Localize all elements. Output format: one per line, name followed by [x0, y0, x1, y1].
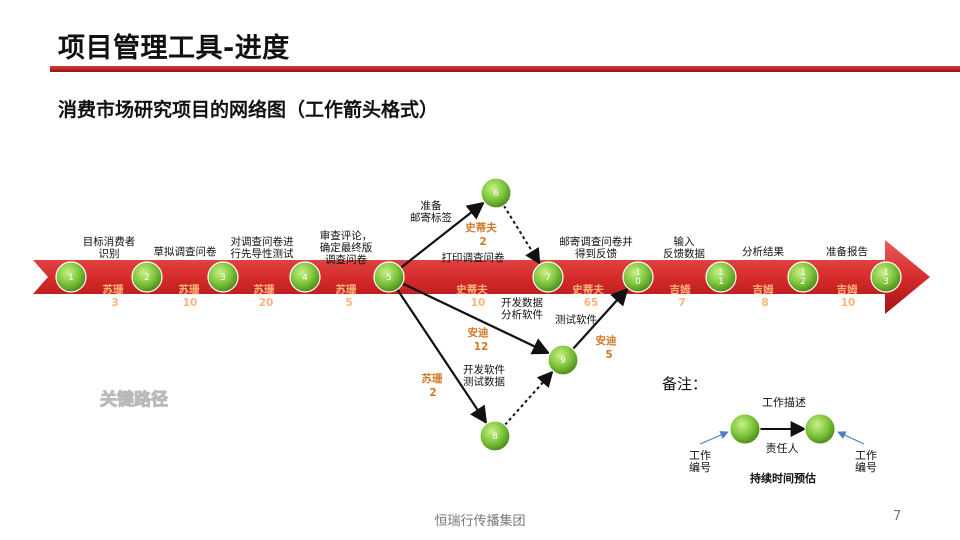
owner-label-1-2: 苏珊	[103, 283, 124, 296]
duration-label-12-13: 10	[841, 297, 856, 309]
legend-owner: 责任人	[766, 442, 799, 455]
footer-company: 恒瑞行传播集团	[434, 514, 526, 529]
node-5	[373, 261, 405, 293]
legend-right-node-label: 工作编号	[855, 449, 877, 474]
duration-label-5-6: 2	[479, 236, 486, 248]
node-label-7: 7	[545, 273, 551, 283]
activity-label-5-7: 打印调查问卷	[442, 251, 505, 264]
legend-left-pointer	[699, 431, 729, 445]
owner-label-11-12: 吉姆	[753, 283, 774, 296]
activity-label-9-10: 测试软件	[555, 313, 597, 326]
node-label-8: 8	[492, 432, 498, 442]
legend-right-pointer	[837, 431, 865, 445]
owner-label-5-7: 史蒂夫	[456, 283, 488, 296]
dummy-arrow-6-7	[503, 205, 541, 265]
node-7	[532, 261, 564, 293]
activity-arrow-5-6	[400, 201, 485, 269]
activity-label-5-6: 准备邮寄标签	[410, 199, 452, 224]
node-label-4: 4	[302, 273, 308, 283]
duration-label-2-3: 10	[183, 297, 198, 309]
node-2	[131, 261, 163, 293]
owner-label-5-6: 史蒂夫	[465, 221, 497, 234]
node-11	[705, 261, 737, 293]
duration-label-11-12: 8	[761, 297, 768, 309]
duration-label-4-5: 5	[345, 297, 352, 309]
legend-title: 备注：	[662, 375, 707, 393]
activity-arrow-5-9	[402, 282, 551, 355]
activity-arrow-5-8	[396, 288, 488, 425]
critical-path-arrow	[33, 240, 930, 314]
owner-label-5-9: 安迪	[468, 326, 489, 339]
node-label-5: 5	[386, 273, 392, 283]
legend-end-node	[804, 413, 836, 445]
activity-label-11-12: 分析结果	[742, 245, 784, 258]
node-label-6: 6	[493, 189, 499, 199]
activity-label-10-11: 输入反馈数据	[663, 235, 705, 260]
activity-label-3-4: 对调查问卷进行先导性测试	[231, 235, 294, 260]
node-9	[547, 344, 579, 376]
diagram-subtitle: 消费市场研究项目的网络图（工作箭头格式）	[58, 99, 439, 121]
owner-label-7-10: 史蒂夫	[572, 283, 604, 296]
activity-label-5-9: 开发数据分析软件	[501, 296, 543, 321]
owner-label-5-8: 苏珊	[422, 372, 443, 385]
duration-label-9-10: 5	[605, 349, 612, 361]
legend-left-node-label: 工作编号	[689, 449, 711, 474]
duration-label-5-8: 2	[429, 387, 436, 399]
owner-label-2-3: 苏珊	[179, 283, 200, 296]
duration-label-7-10: 65	[584, 297, 599, 309]
page-number: 7	[893, 509, 902, 524]
node-4	[289, 261, 321, 293]
node-label-2: 2	[144, 273, 150, 283]
owner-label-10-11: 吉姆	[670, 283, 691, 296]
node-1	[55, 261, 87, 293]
node-8	[479, 420, 511, 452]
node-12	[787, 261, 819, 293]
owner-label-12-13: 吉姆	[837, 283, 858, 296]
critical-path-label: 关键路径	[100, 389, 168, 410]
node-10	[622, 261, 654, 293]
activity-label-4-5: 审查评论，确定最终版调查问卷	[320, 229, 373, 266]
activity-label-12-13: 准备报告	[826, 245, 868, 258]
node-label-9: 9	[560, 356, 566, 366]
title-divider	[50, 66, 960, 72]
activity-label-2-3: 草拟调查问卷	[154, 245, 217, 258]
duration-label-10-11: 7	[678, 297, 685, 309]
duration-label-1-2: 3	[111, 297, 118, 309]
legend-activity-description: 工作描述	[762, 395, 806, 409]
owner-label-3-4: 苏珊	[254, 283, 275, 296]
activity-label-5-8: 开发软件测试数据	[463, 363, 505, 388]
duration-label-5-9: 12	[474, 341, 489, 353]
owner-label-9-10: 安迪	[596, 334, 617, 347]
node-13	[870, 261, 902, 293]
node-label-1: 1	[68, 273, 74, 283]
owner-label-4-5: 苏珊	[336, 283, 357, 296]
dummy-arrow-8-9	[504, 370, 554, 426]
activity-arrow-9-10	[572, 287, 629, 350]
page-title: 项目管理工具-进度	[58, 33, 290, 64]
node-label-3: 3	[220, 273, 226, 283]
node-6	[480, 177, 512, 209]
duration-label-3-4: 20	[259, 297, 274, 309]
legend-start-node	[729, 413, 761, 445]
legend-duration: 持续时间预估	[750, 471, 816, 485]
activity-label-7-10: 邮寄调查问卷并得到反馈	[559, 235, 633, 260]
node-3	[207, 261, 239, 293]
duration-label-5-7: 10	[471, 297, 486, 309]
activity-label-1-2: 目标消费者识别	[83, 235, 136, 260]
